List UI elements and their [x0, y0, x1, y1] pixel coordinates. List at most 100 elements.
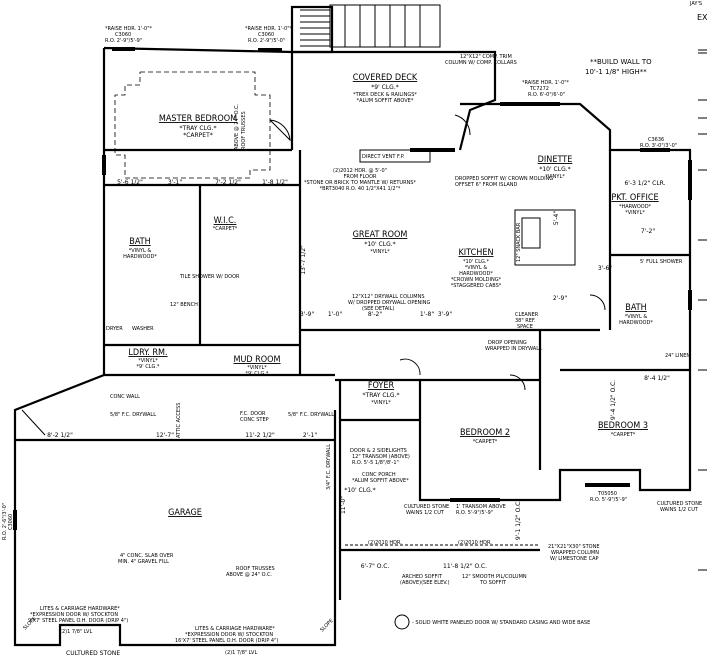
rooms-2-ceiling: *10' CLG.*: [539, 166, 570, 173]
room-bedroom-3: BEDROOM 3 *CARPET*: [598, 421, 648, 438]
rooms-3-ceiling: *HARWOOD*: [619, 204, 652, 210]
notes-deck-col: 12"X12" COMP. TRIM: [460, 54, 512, 60]
room-hall-bath: BATH *VINYL & HARDWOOD*: [619, 303, 653, 326]
notes-hdr1: (2)2010 HDR.: [368, 540, 402, 546]
notes-din-win-a: *RAISE HDR. 1'-0"*: [522, 80, 570, 86]
rooms-1-ceiling: *9' CLG.*: [371, 84, 398, 91]
notes-conc-slab2: MIN. 4" GRAVEL FILL: [118, 559, 169, 565]
rooms-6-name: BATH: [129, 237, 150, 247]
dimensions-4: 8'-2 1/2": [47, 432, 73, 439]
dimensions-18: 5'-4": [553, 211, 560, 225]
notes-drop-opening2: WRAPPED IN DRYWALL: [485, 346, 542, 352]
notes-dropped-soffit2: OFFSET 6" FROM ISLAND: [455, 182, 518, 188]
notes-build-wall: **BUILD WALL TO: [590, 58, 652, 66]
notes-dryer: DRYER: [106, 326, 123, 332]
legend-door-symbol: [394, 614, 410, 630]
room-garage: GARAGE: [168, 508, 202, 518]
notes-transom: 1' TRANSOM ABOVE: [456, 504, 506, 510]
room-bedroom-2: BEDROOM 2 *CARPET*: [460, 428, 510, 445]
rooms-10-floor: *VINYL*: [371, 400, 391, 406]
notes-lvl2: (2)1 7/8" LVL: [225, 650, 257, 656]
room-master-bath: BATH *VINYL & HARDWOOD*: [123, 237, 157, 260]
notes-cleaner3: SPACE: [517, 324, 533, 330]
exterior-walls: [13, 46, 692, 647]
notes-fc-door: F.C. DOOR: [240, 411, 266, 417]
rooms-11-ceiling: *CARPET*: [473, 439, 498, 445]
room-master-bedroom: MASTER BEDROOM *TRAY CLG.* *CARPET*: [159, 114, 237, 139]
notes-transom2: R.O. 5'-9"/5'-9": [456, 510, 493, 516]
dimensions-6: 11'-2 1/2": [245, 432, 275, 439]
notes-porch2: *ALUM SOFFIT ABOVE*: [352, 478, 409, 484]
cultured-stone-note: CULTURED STONE: [66, 650, 120, 657]
rooms-13-floor: HARDWOOD*: [619, 320, 653, 326]
rooms-12-name: BEDROOM 3: [598, 421, 648, 431]
notes-gdoor2b: *EXPRESSION DOOR W/ STOCKTON: [185, 632, 273, 638]
rooms-13-name: BATH: [625, 303, 646, 313]
room-mud-room: MUD ROOM *VINYL* *9' CLG.*: [233, 355, 280, 377]
notes-b3-win-b: R.O. 5'-9"/5'-9": [590, 497, 627, 503]
notes-snack-bar: 12" SNACK BAR: [516, 222, 522, 262]
notes-garage-win: R.O. 2'-6"/3'-0": [2, 503, 8, 540]
room-pkt-office: PKT. OFFICE *HARWOOD* *VINYL*: [611, 193, 658, 216]
room-wic: W.I.C. *CARPET*: [213, 216, 238, 232]
notes-lvl1: (2)1 7/8" LVL: [60, 629, 92, 635]
fireplace: [359, 149, 431, 163]
notes-mb-win2-a: *RAISE HDR. 1'-0"*: [245, 26, 293, 32]
notes-roof-trusses: ROOF TRUSSES: [236, 566, 275, 572]
notes-door-side2: 12" TRANSOM (ABOVE): [352, 454, 410, 460]
notes-cult-stone4: WAINS 1/2 CUT: [660, 507, 699, 513]
notes-fp3: *STONE OR BRICK TO MANTLE W/ RETURNS*: [304, 180, 416, 186]
rooms-2-name: DINETTE: [538, 155, 573, 165]
notes-fc-drywall3: 3/4" F.C. DRYWALL: [326, 444, 332, 490]
rooms-0-ceiling: *TRAY CLG.*: [180, 125, 217, 132]
rooms-8-floor: *9' CLG.*: [137, 364, 160, 370]
notes-attic: ATTIC ACCESS: [176, 403, 182, 438]
notes-direct-vent: DIRECT VENT F.P.: [362, 154, 405, 160]
rooms-9-floor: *9' CLG.*: [246, 371, 269, 377]
notes-cult-stone3: CULTURED STONE: [657, 501, 702, 507]
sheet-corner-top: JAY'S: [689, 1, 702, 7]
notes-trusses-mb2: ROOF TRUSSES: [241, 111, 247, 150]
notes-porch3: *10' CLG.*: [344, 487, 375, 494]
rooms-4-ceiling: *10' CLG.*: [364, 241, 395, 248]
rooms-10-ceiling: *TRAY CLG.*: [363, 392, 400, 399]
dimensions-20: 9'-4 1/2" O.C.: [610, 380, 617, 420]
notes-bench: 12" BENCH: [170, 302, 198, 308]
rooms-0-name: MASTER BEDROOM: [159, 114, 237, 124]
tray-ceiling-outline: [114, 71, 271, 179]
notes-cleaner2: 38" REF.: [515, 318, 536, 324]
notes-fp2: FROM FLOOR: [343, 174, 377, 180]
dimensions-3: 1'-8 1/2": [262, 179, 288, 186]
rooms-6-ceiling: *VINYL &: [129, 248, 152, 254]
notes-mb-win2-b: C3060: [258, 32, 274, 38]
notes-b3-win-a: T05050: [597, 491, 617, 497]
notes-mb-win1-c: R.O. 2'-9"/5'-9": [105, 38, 142, 44]
notes-fc-drywall: 5/8" F.C. DRYWALL: [110, 412, 156, 418]
notes-tile-shower: TILE SHOWER W/ DOOR: [179, 274, 240, 280]
dimensions-24: 2'-9": [553, 295, 567, 302]
kitchen-island: [514, 209, 576, 266]
dimension-labels: 5'-6 1/2" 3'-1" 7'-2 1/2" 1'-8 1/2" 8'-2…: [47, 179, 670, 570]
dimensions-9: 1'-0": [328, 311, 342, 318]
notes-fp4: *BRT3040 R.O. 40 1/2"X41 1/2"*: [320, 186, 401, 192]
rooms-5-floor: *VINYL &: [465, 265, 488, 271]
notes-gdoor2: LITES & CARRIAGE HARDWARE*: [195, 626, 275, 632]
notes-trusses-mb: ABOVE @ 24" O.C.: [234, 104, 240, 150]
notes-build-wall2: 10'-1 1/8" HIGH**: [585, 68, 647, 76]
dimensions-7: 2'-1": [303, 432, 317, 439]
rooms-7-ceiling: *CARPET*: [213, 226, 238, 232]
room-laundry: LDRY. RM. *VINYL* *9' CLG.*: [128, 348, 167, 370]
notes-conc-slab: 4" CONC. SLAB OVER: [120, 553, 174, 559]
notes-hdr2: (2)2010 HDR.: [458, 540, 492, 546]
notes-gdoor1b: *EXPRESSION DOOR W/ STOCKTON: [30, 612, 118, 618]
rooms-12-ceiling: *CARPET*: [611, 432, 636, 438]
notes-office-win-b: R.O. 3'-0"/3'-0": [640, 143, 677, 149]
notes-mb-win1-a: *RAISE HDR. 1'-0"*: [105, 26, 153, 32]
title-block-ticks: [698, 49, 707, 571]
notes-mb-win2-c: R.O. 2'-9"/5'-0": [248, 38, 285, 44]
dimensions-13: 13'-7 1/2": [300, 245, 307, 275]
notes-porch: CONC PORCH: [362, 472, 396, 478]
notes-conc-wall: CONC WALL: [110, 394, 140, 400]
notes-arched: ARCHED SOFFIT: [402, 574, 443, 580]
notes-gdoor1: LITES & CARRIAGE HARDWARE*: [40, 606, 120, 612]
